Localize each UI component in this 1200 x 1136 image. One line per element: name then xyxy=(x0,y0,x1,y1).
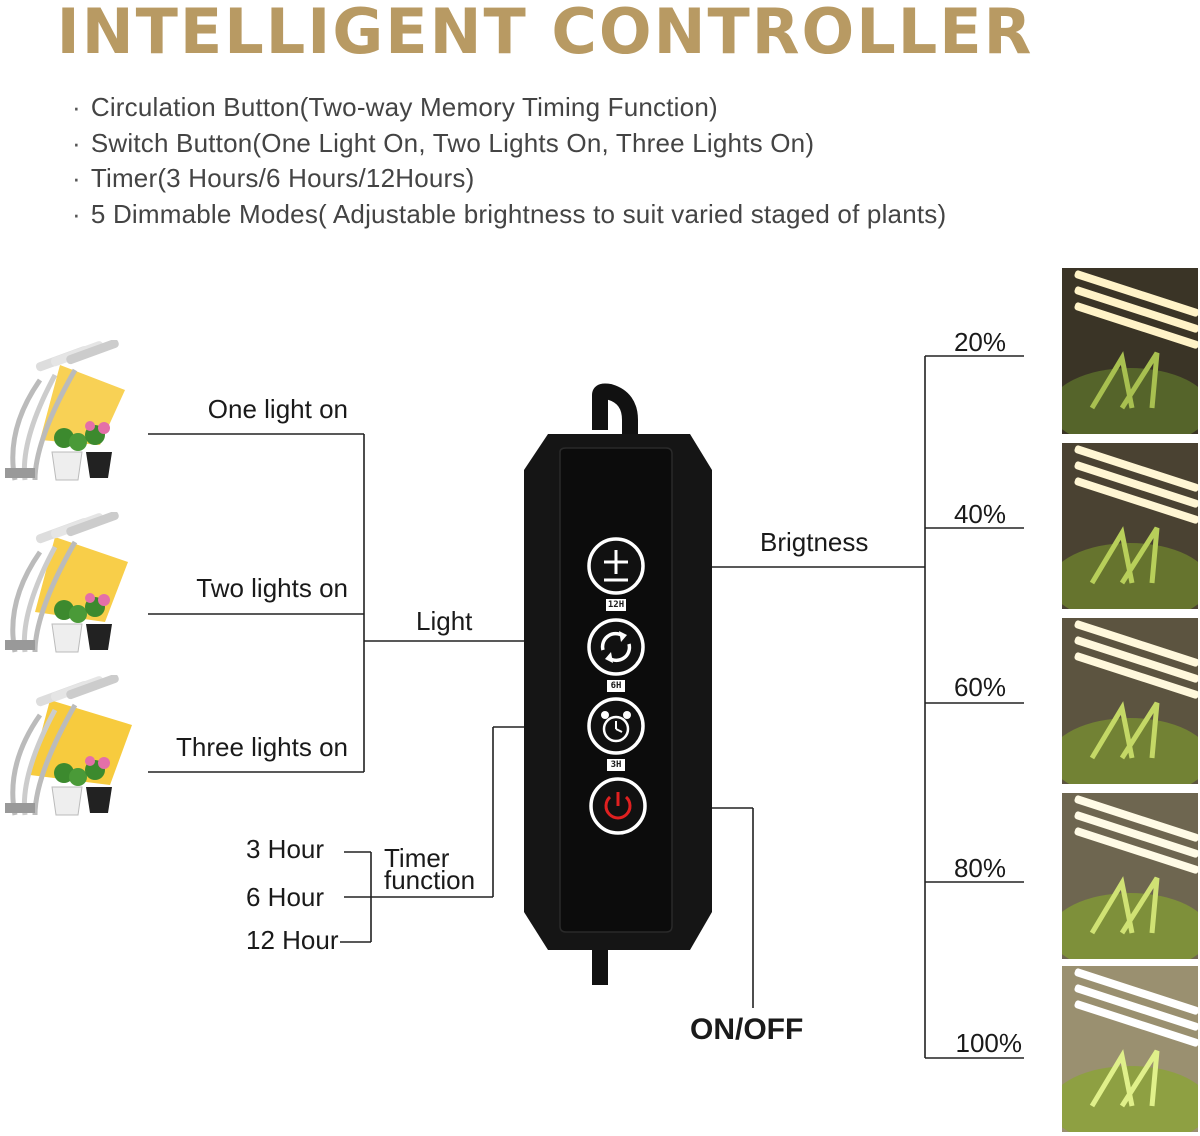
label-brightness-40: 40% xyxy=(953,499,1006,529)
photo-brightness-20 xyxy=(1062,268,1198,434)
label-brightness-80: 80% xyxy=(953,853,1006,883)
timer-badges xyxy=(606,599,626,771)
lamp-one-light-illustration xyxy=(0,339,140,490)
lamp-two-lights-illustration xyxy=(0,511,140,662)
label-brightness-20: 20% xyxy=(953,327,1006,357)
feature-list: Circulation Button(Two-way Memory Timing… xyxy=(72,90,946,232)
plus-minus-button[interactable] xyxy=(587,537,645,595)
label-brightness-60: 60% xyxy=(953,672,1006,702)
feature-item: Timer(3 Hours/6 Hours/12Hours) xyxy=(72,161,946,197)
label-12-hour: 12 Hour xyxy=(246,925,339,955)
badge-12h: 12H xyxy=(607,600,625,610)
power-button[interactable] xyxy=(589,777,647,835)
label-brightness-100: 100% xyxy=(955,1028,1023,1058)
photo-brightness-80 xyxy=(1062,793,1198,959)
label-function: function xyxy=(384,865,476,895)
photo-brightness-100 xyxy=(1062,966,1198,1132)
label-on-off: ON/OFF xyxy=(690,1013,804,1046)
photo-brightness-40 xyxy=(1062,443,1198,609)
badge-6h: 6H xyxy=(610,681,622,691)
photo-brightness-60 xyxy=(1062,618,1198,784)
label-three-lights-on: Three lights on xyxy=(176,732,348,762)
cycle-button[interactable] xyxy=(587,618,645,676)
label-6-hour: 6 Hour xyxy=(246,882,325,912)
feature-item: Switch Button(One Light On, Two Lights O… xyxy=(72,126,946,162)
page-title: INTELLIGENT CONTROLLER xyxy=(56,0,1034,68)
label-brightness: Brigtness xyxy=(760,527,869,557)
label-one-light-on: One light on xyxy=(207,394,348,424)
lamp-three-lights-illustration xyxy=(0,674,140,825)
label-two-lights-on: Two lights on xyxy=(196,573,348,603)
badge-3h: 3H xyxy=(610,760,622,770)
label-timer: Timer xyxy=(384,843,450,873)
feature-item: Circulation Button(Two-way Memory Timing… xyxy=(72,90,946,126)
label-3-hour: 3 Hour xyxy=(246,834,325,864)
feature-item: 5 Dimmable Modes( Adjustable brightness … xyxy=(72,197,946,233)
label-light: Light xyxy=(416,606,473,636)
timer-button[interactable] xyxy=(587,697,645,755)
